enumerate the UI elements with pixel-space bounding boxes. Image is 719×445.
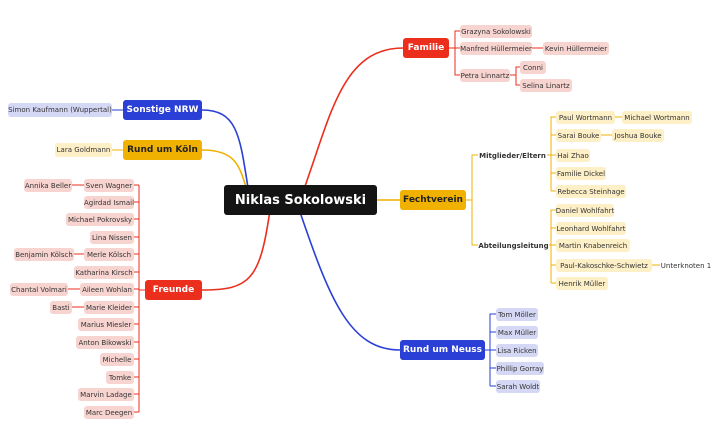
- freunde-child[interactable]: Marie Kleider: [84, 301, 134, 314]
- abteilung-child[interactable]: Daniel Wohlfahrt: [556, 204, 614, 217]
- abteilung-child[interactable]: Henrik Müller: [556, 277, 608, 290]
- familie-grandchild[interactable]: Conni: [520, 61, 546, 74]
- mitglieder-child[interactable]: Familie Dickel: [556, 167, 606, 180]
- neuss-child[interactable]: Sarah Woldt: [496, 380, 540, 393]
- branch-sonstige-nrw[interactable]: Sonstige NRW: [123, 100, 202, 120]
- abteilung-sub[interactable]: Unterknoten 1: [660, 261, 712, 270]
- link-root-sonstige: [201, 109, 251, 201]
- freunde-child[interactable]: Katharina Kirsch: [74, 266, 134, 279]
- freunde-child[interactable]: Michelle: [100, 353, 134, 366]
- freunde-child[interactable]: Anton Bikowski: [76, 336, 134, 349]
- link-root-freunde: [201, 209, 271, 291]
- freunde-child[interactable]: Michael Pokrovsky: [66, 213, 134, 226]
- mitglieder-child[interactable]: Hai Zhao: [556, 149, 590, 162]
- mitglieder-child[interactable]: Rebecca Steinhage: [556, 185, 626, 198]
- branch-fechtverein[interactable]: Fechtverein: [400, 190, 466, 210]
- freunde-child[interactable]: Marvin Ladage: [78, 388, 134, 401]
- freunde-outer[interactable]: Chantal Volmari: [10, 283, 68, 296]
- freunde-child[interactable]: Aileen Wohlan: [80, 283, 134, 296]
- branch-familie[interactable]: Familie: [403, 38, 449, 58]
- freunde-child[interactable]: Merle Kölsch: [84, 248, 134, 261]
- link-root-familie: [299, 47, 404, 201]
- branch-rund-um-neuss[interactable]: Rund um Neuss: [400, 340, 485, 360]
- freunde-child[interactable]: Sven Wagner: [84, 179, 134, 192]
- koeln-child[interactable]: Lara Goldmann: [55, 143, 112, 157]
- fecht-mitglieder[interactable]: Mitglieder/Eltern: [479, 151, 546, 160]
- freunde-child[interactable]: Lina Nissen: [90, 231, 134, 244]
- freunde-child[interactable]: Marc Deegen: [84, 406, 134, 419]
- familie-child[interactable]: Grazyna Sokolowski: [460, 25, 532, 38]
- freunde-outer[interactable]: Basti: [50, 301, 72, 314]
- link-root-neuss: [299, 211, 401, 351]
- freunde-child[interactable]: Tomke: [106, 371, 134, 384]
- familie-child[interactable]: Manfred Hüllermeier: [460, 42, 532, 55]
- neuss-child[interactable]: Max Müller: [496, 326, 538, 339]
- root-node[interactable]: Niklas Sokolowski: [224, 185, 377, 215]
- neuss-child[interactable]: Phillip Gorray: [496, 362, 544, 375]
- abteilung-child[interactable]: Martin Knabenreich: [556, 239, 630, 252]
- neuss-child[interactable]: Lisa Ricken: [496, 344, 538, 357]
- abteilung-child[interactable]: Leonhard Wohlfahrt: [556, 222, 626, 235]
- abteilung-child[interactable]: Paul-Kakoschke-Schwietz: [556, 259, 652, 272]
- neuss-child[interactable]: Tom Möller: [496, 308, 538, 321]
- fecht-abteilung[interactable]: Abteilungsleitung: [478, 241, 549, 250]
- mitglieder-child[interactable]: Sarai Bouke: [556, 129, 601, 142]
- branch-rund-um-koeln[interactable]: Rund um Köln: [123, 140, 202, 160]
- freunde-child[interactable]: Marius Miesler: [78, 318, 134, 331]
- mitglieder-child[interactable]: Paul Wortmann: [556, 111, 615, 124]
- familie-child[interactable]: Petra Linnartz: [460, 69, 510, 82]
- familie-grandchild[interactable]: Selina Linartz: [520, 79, 572, 92]
- mitglieder-sub[interactable]: Michael Wortmann: [622, 111, 692, 124]
- sonstige-child[interactable]: Simon Kaufmann (Wuppertal): [8, 103, 112, 117]
- mitglieder-sub[interactable]: Joshua Bouke: [612, 129, 664, 142]
- freunde-child[interactable]: Agirdad Ismail: [84, 196, 134, 209]
- freunde-outer[interactable]: Benjamin Kölsch: [14, 248, 74, 261]
- branch-freunde[interactable]: Freunde: [145, 280, 202, 300]
- familie-grandchild[interactable]: Kevin Hüllermeier: [543, 42, 609, 55]
- freunde-outer[interactable]: Annika Beller: [24, 179, 72, 192]
